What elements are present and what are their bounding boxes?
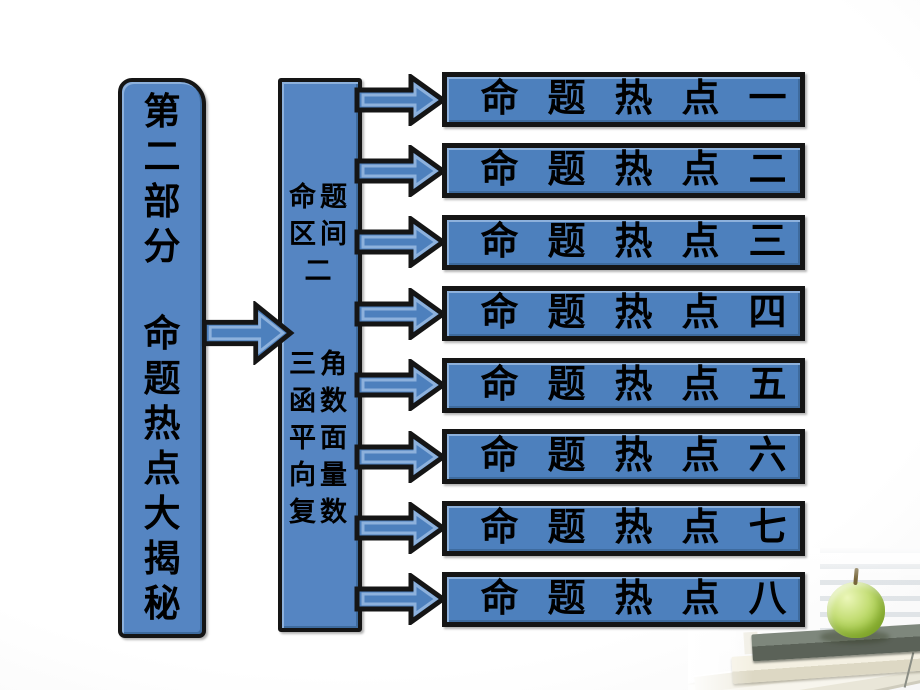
flow-arrow-icon (354, 502, 448, 555)
hotspot-bar-1[interactable]: 命题热点一 (442, 72, 805, 127)
flow-arrow-icon (354, 216, 448, 269)
hotspot-row-7: 命题热点七 (352, 500, 805, 556)
hotspot-bar-8[interactable]: 命题热点八 (442, 571, 805, 627)
hotspot-row-8: 命题热点八 (352, 571, 805, 627)
topic-interval-subjects: 三角 函数 平面 向量 复数 (289, 349, 351, 527)
flow-arrow-icon (354, 359, 448, 412)
hotspot-bar-label: 命题热点七 (480, 506, 816, 549)
hotspot-bar-label: 命题热点五 (480, 363, 816, 406)
section-title-part: 第 二 部 分 (143, 91, 181, 268)
hotspot-bar-5[interactable]: 命题热点五 (442, 357, 805, 413)
hotspot-bar-label: 命题热点四 (480, 292, 816, 335)
topic-interval-box: 命题 区间 二 三角 函数 平面 向量 复数 (278, 78, 362, 632)
hotspot-list: 命题热点一 命题热点二 命题热点三 命题热点四 (352, 72, 805, 627)
hotspot-bar-label: 命题热点六 (480, 435, 816, 478)
hotspot-bar-7[interactable]: 命题热点七 (442, 500, 805, 556)
flow-arrow-icon (354, 573, 448, 626)
flow-arrow-main-icon (201, 301, 295, 365)
section-title-box: 第 二 部 分 命 题 热 点 大 揭 秘 (118, 78, 206, 638)
hotspot-bar-6[interactable]: 命题热点六 (442, 429, 805, 485)
hotspot-row-3: 命题热点三 (352, 214, 805, 270)
hotspot-bar-2[interactable]: 命题热点二 (442, 143, 805, 199)
hotspot-bar-label: 命题热点二 (480, 149, 816, 192)
flow-arrow-icon (354, 73, 448, 126)
hotspot-row-2: 命题热点二 (352, 143, 805, 199)
flow-arrow-icon (354, 287, 448, 340)
hotspot-row-4: 命题热点四 (352, 286, 805, 342)
flow-arrow-icon (354, 144, 448, 197)
flow-arrow-icon (354, 430, 448, 483)
hotspot-bar-label: 命题热点一 (480, 78, 816, 120)
section-title-name: 命 题 热 点 大 揭 秘 (143, 313, 181, 625)
hotspot-bar-3[interactable]: 命题热点三 (442, 214, 805, 270)
hotspot-bar-4[interactable]: 命题热点四 (442, 286, 805, 342)
topic-interval-title: 命题 区间 二 (289, 182, 351, 286)
hotspot-row-6: 命题热点六 (352, 429, 805, 485)
hotspot-row-1: 命题热点一 (352, 72, 805, 127)
hotspot-bar-label: 命题热点八 (480, 577, 816, 620)
hotspot-row-5: 命题热点五 (352, 357, 805, 413)
hotspot-bar-label: 命题热点三 (480, 220, 816, 263)
